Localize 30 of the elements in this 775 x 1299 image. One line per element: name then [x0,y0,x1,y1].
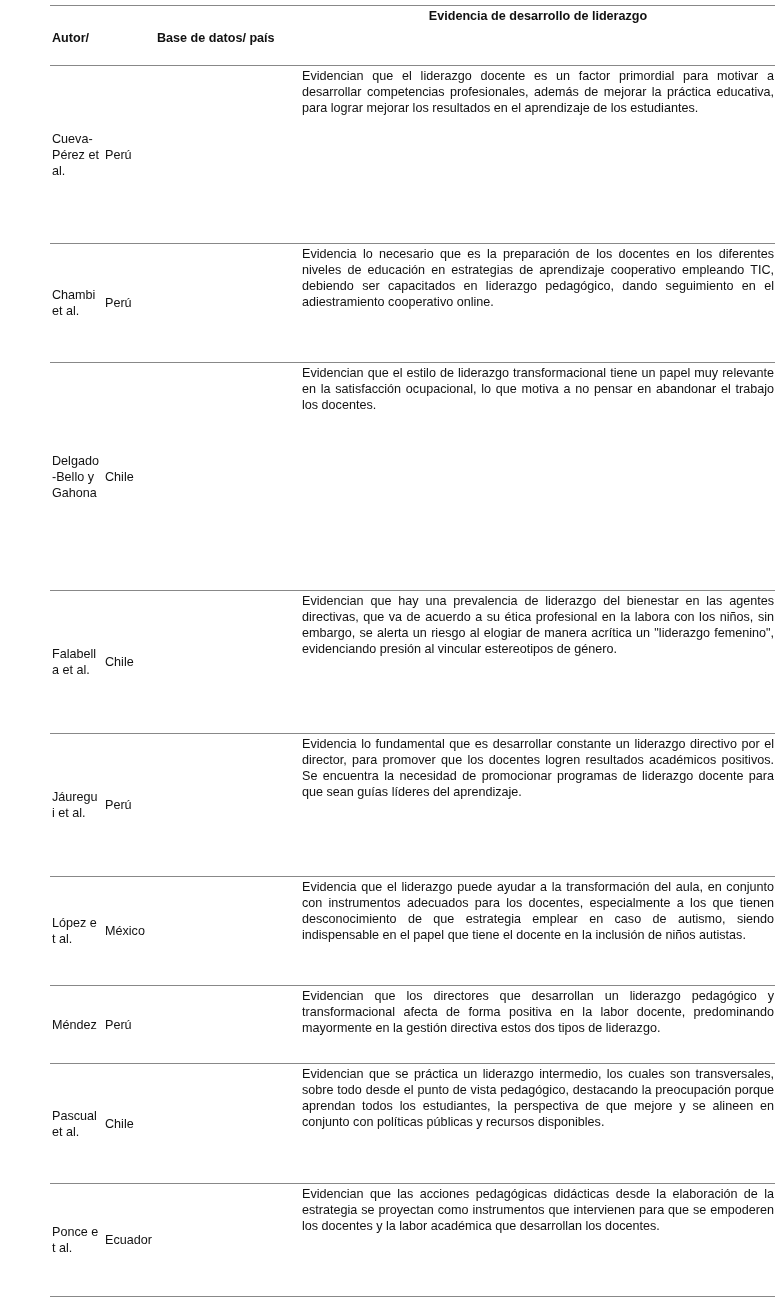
country-name: Chile [104,654,135,670]
author-name: Pascual et al. [51,1107,98,1140]
column-header: Evidencia de desarrollo de liderazgo [427,8,649,24]
author-name: López et al. [51,915,98,947]
evidence-text: Evidencia lo necesario que es la preparación de los docentes en los diferentes niveles de educación en estrategias de aprendizaje cooperativo empleando TIC, debiendo ser capacitados en liderazgo pedagógico, dando seguimiento en el adiestramiento cooperativo online. [301,246,774,310]
author-name: Chambi et al. [51,287,97,319]
evidence-text: Evidencian que los directores que desarrollan un liderazgo pedagógico y transformacional afecta de forma positiva en la labor docente, predominando mayormente en la gestión directiva estos dos tipos de liderazgo. [301,988,774,1036]
evidence-text: Evidencia lo fundamental que es desarrollar constante un liderazgo directivo por el director, para promover que los docentes logren resultados académicos positivos. Se encuentra la necesidad de promocionar programas de liderazgo docente para que sean guías líderes del aprendizaje. [301,736,774,800]
evidence-text: Evidencian que las acciones pedagógicas didácticas desde la elaboración de la estrategia se proyectan como instrumentos que intervienen para que se empoderen los docentes y la labor académica que desarrollan los docentes. [301,1186,774,1234]
author-name: Falabella et al. [51,646,98,678]
evidence-text: Evidencian que el liderazgo docente es un factor primordial para motivar a desarrollar competencias profesionales, además de mejorar la práctica educativa, para lograr mejorar los resultados en el aprendizaje de los estudiantes. [301,68,774,116]
author-name: Cueva-Pérez et al. [51,130,100,179]
country-name: Perú [104,295,133,311]
country-name: México [104,923,146,939]
country-name: Chile [104,1115,135,1132]
evidence-text: Evidencia que el liderazgo puede ayudar a la transformación del aula, en conjunto con instrumentos adecuados para los docentes, especialmente a los que tienen desconocimiento de que estrategia emplear en caso de autismo, siendo indispensable en el papel que tiene el docente en la inclusión de niños autistas. [301,879,774,943]
author-name: Delgado-Bello y Gahona [51,452,100,501]
country-name: Ecuador [104,1232,153,1248]
evidence-text: Evidencian que se práctica un liderazgo intermedio, los cuales son transversales, sobre todo desde el punto de vista pedagógico, destacando la preocupación porque aprendan todos los estudiantes, la perspectiva de que mejore y se alineen en conjunto con políticas públicas y recursos disponibles. [301,1066,774,1130]
evidence-text: Evidencian que hay una prevalencia de liderazgo del bienestar en las agentes directivas, que va de acuerdo a su ética profesional en la labora con los niños, sin embargo, se alerta un riesgo al elogiar de manera acrítica un "liderazgo femenino", evidenciando presión al vincular estereotipos de género. [301,593,774,657]
author-name: Ponce et al. [51,1224,100,1256]
column-header: Base de datos/ país [156,30,276,46]
country-name: Perú [104,146,133,163]
author-name: Jáuregui et al. [51,789,99,821]
evidence-text: Evidencian que el estilo de liderazgo transformacional tiene un papel muy relevante en la satisfacción ocupacional, lo que motiva a no pensar en abandonar el trabajo los docentes. [301,365,774,413]
country-name: Chile [104,468,135,485]
country-name: Perú [104,797,133,813]
author-name: Méndez [51,1016,98,1033]
country-name: Perú [104,1016,133,1033]
column-header: Autor/ [51,30,91,46]
